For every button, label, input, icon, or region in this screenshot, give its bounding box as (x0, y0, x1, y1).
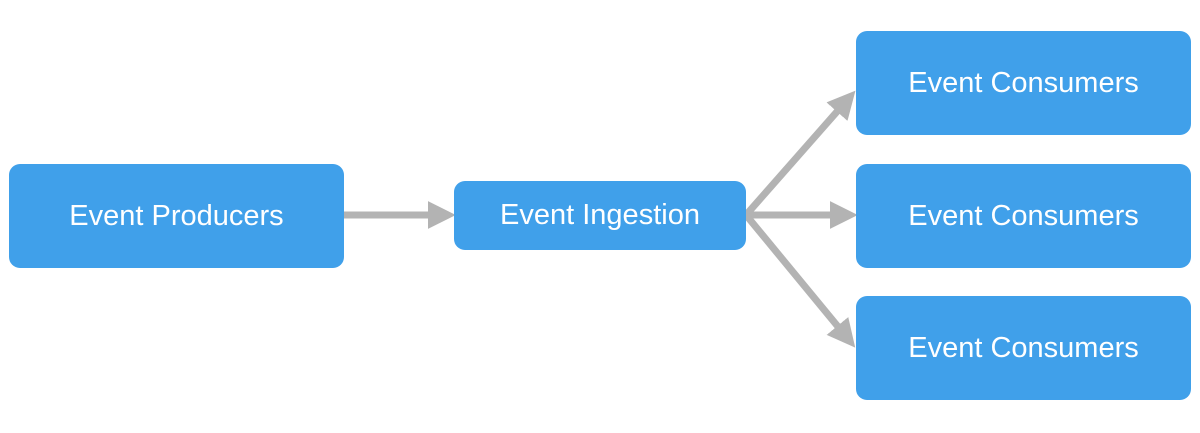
arrow-ingestion-to-consumer-3 (743, 212, 856, 348)
event-producers-label: Event Producers (69, 199, 284, 232)
event-consumers-node: Event Consumers (856, 31, 1191, 135)
event-consumers-label: Event Consumers (908, 66, 1139, 99)
event-consumers-label: Event Consumers (908, 331, 1139, 364)
event-ingestion-label: Event Ingestion (500, 199, 700, 231)
event-producers-node: Event Producers (9, 164, 344, 268)
event-consumers-label: Event Consumers (908, 199, 1139, 232)
arrow-ingestion-to-consumer-1 (743, 90, 856, 218)
event-ingestion-node: Event Ingestion (454, 181, 746, 250)
event-consumers-node: Event Consumers (856, 296, 1191, 400)
event-consumers-node: Event Consumers (856, 164, 1191, 268)
